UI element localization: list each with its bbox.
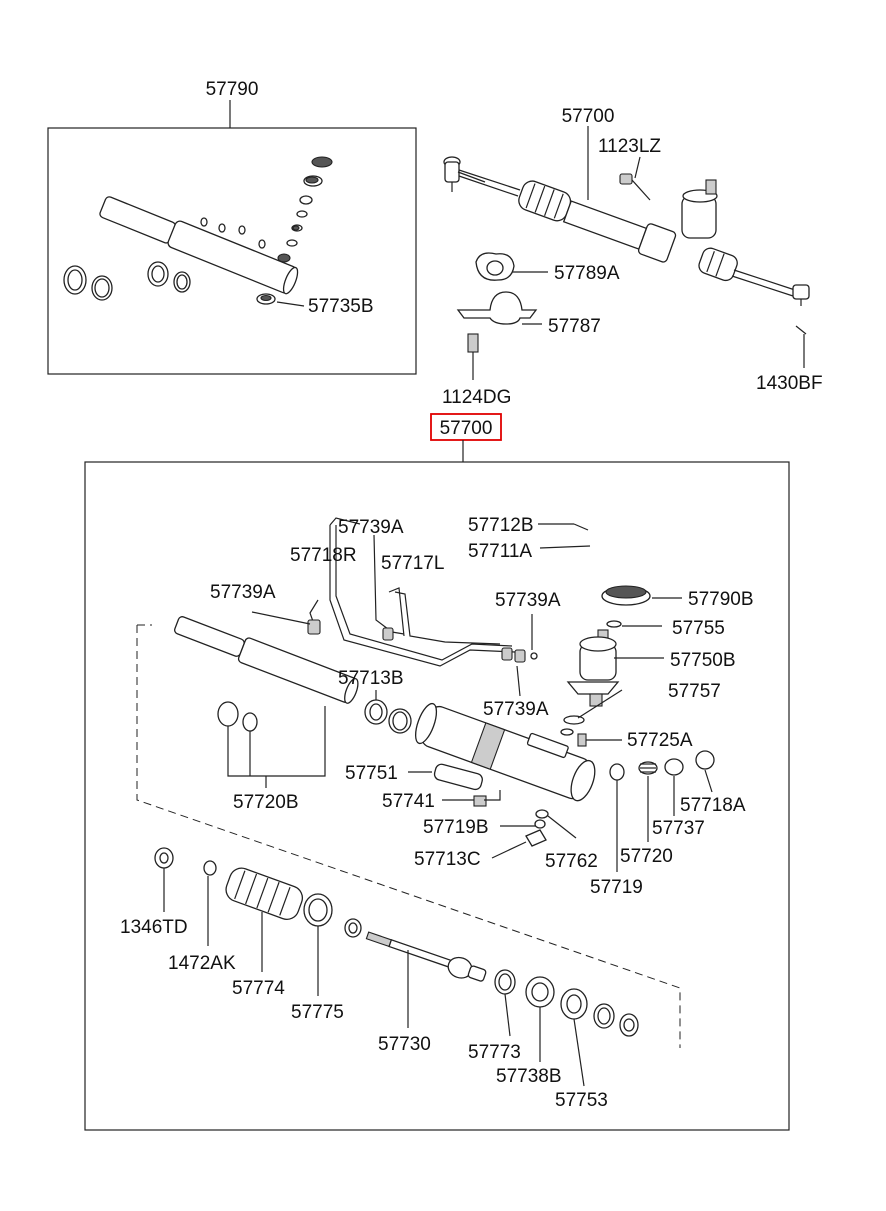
- label-57739a-3: 57739A: [495, 590, 561, 611]
- label-57718r: 57718R: [290, 545, 357, 566]
- label-57741: 57741: [382, 791, 435, 812]
- label-57753: 57753: [555, 1090, 608, 1111]
- label-57790: 57790: [206, 79, 259, 100]
- label-57787: 57787: [548, 316, 601, 337]
- exploded-view-panel: [84, 461, 790, 1131]
- label-57718a: 57718A: [680, 795, 746, 816]
- label-57725a: 57725A: [627, 730, 693, 751]
- label-57717l: 57717L: [381, 553, 444, 574]
- label-57757: 57757: [668, 681, 721, 702]
- label-57750b: 57750B: [670, 650, 736, 671]
- label-57775: 57775: [291, 1002, 344, 1023]
- label-1346td: 1346TD: [120, 917, 188, 938]
- nut-icon: [154, 847, 174, 869]
- label-57762: 57762: [545, 851, 598, 872]
- label-57739a-2: 57739A: [210, 582, 276, 603]
- label-57720: 57720: [620, 846, 673, 867]
- label-57713b: 57713B: [338, 668, 404, 689]
- label-1472ak: 1472AK: [168, 953, 236, 974]
- label-1430bf: 1430BF: [756, 373, 823, 394]
- label-57711a: 57711A: [468, 541, 532, 562]
- label-1123lz: 1123LZ: [598, 136, 661, 157]
- seal-kit-panel: [47, 100, 417, 375]
- label-57737: 57737: [652, 818, 705, 839]
- label-57739a-1: 57739A: [338, 517, 404, 538]
- label-57735b: 57735B: [308, 296, 374, 317]
- label-57713c: 57713C: [414, 849, 481, 870]
- label-57720b: 57720B: [233, 792, 299, 813]
- part-labels: 57790 57700 1123LZ 57789A 57787 1124DG 1…: [120, 79, 823, 1111]
- label-57773: 57773: [468, 1042, 521, 1063]
- label-57719b: 57719B: [423, 817, 489, 838]
- label-57774: 57774: [232, 978, 285, 999]
- label-1124dg: 1124DG: [442, 387, 511, 408]
- boot-icon: [225, 867, 304, 920]
- steering-gear-assembly-top: [443, 126, 810, 380]
- label-57700-top: 57700: [562, 106, 615, 127]
- label-57789a: 57789A: [554, 263, 620, 284]
- assembly-highlight-frame: [430, 413, 502, 441]
- label-57730: 57730: [378, 1034, 431, 1055]
- spring-icon: [638, 761, 658, 775]
- label-57719: 57719: [590, 877, 643, 898]
- label-57739a-4: 57739A: [483, 699, 549, 720]
- label-57790b: 57790B: [688, 589, 754, 610]
- label-57755: 57755: [672, 618, 725, 639]
- label-57712b: 57712B: [468, 515, 534, 536]
- label-57751: 57751: [345, 763, 398, 784]
- label-57738b: 57738B: [496, 1066, 562, 1087]
- label-57700-highlight: 57700: [440, 418, 493, 439]
